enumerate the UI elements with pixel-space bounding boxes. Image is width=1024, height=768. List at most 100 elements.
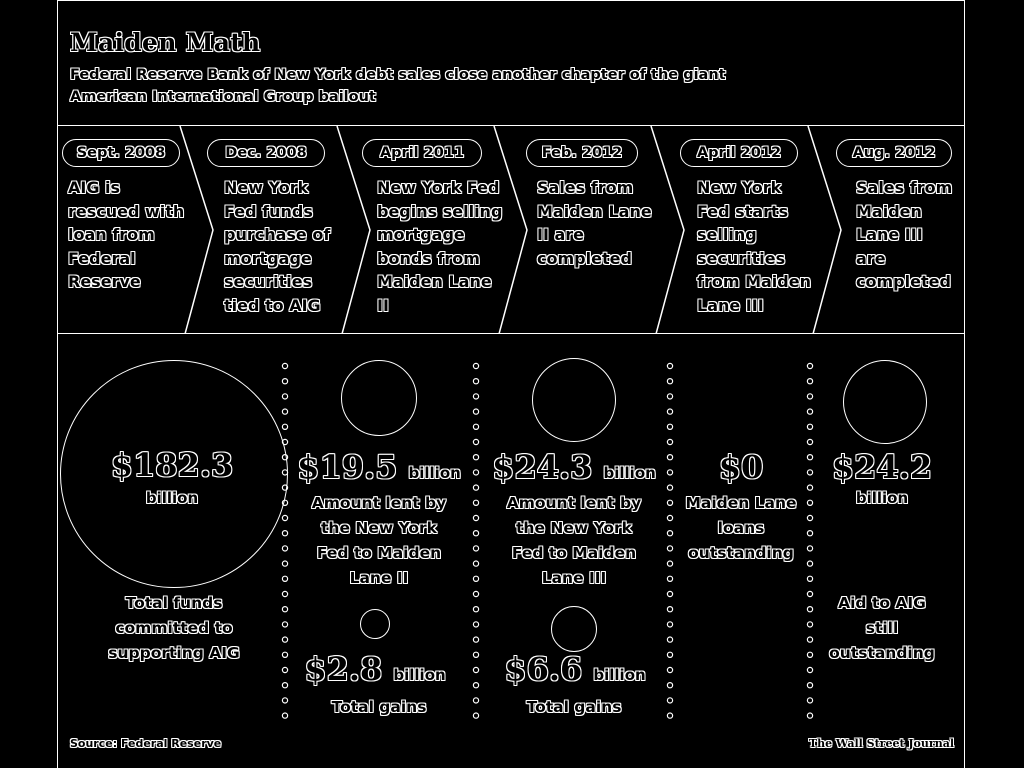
separator-dot — [806, 484, 814, 491]
separator-dot — [472, 484, 480, 491]
total-funds-circle — [60, 360, 288, 588]
separator-dot — [472, 666, 480, 674]
timeline-date-1: Sept. 2008 — [62, 139, 180, 167]
separator-dot — [281, 514, 289, 522]
separator-dot — [806, 408, 814, 415]
maiden-lane-ii-value: $19.5 billion — [297, 448, 461, 486]
separator-dot — [281, 408, 289, 415]
publisher-credit: The Wall Street Journal — [808, 737, 954, 750]
separator-dot — [281, 621, 289, 628]
total-funds-value: $182.3 — [110, 446, 234, 484]
separator-dot — [281, 529, 289, 537]
separator-dot — [666, 682, 674, 689]
maiden-lane-ii-unit: billion — [408, 464, 461, 482]
maiden-lane-ii-gains-unit: billion — [393, 666, 446, 684]
separator-dot — [806, 651, 814, 658]
separator-dot — [666, 499, 674, 506]
timeline-event-3: New York Fed begins selling mortgage bon… — [377, 178, 503, 315]
timeline-date-4: Feb. 2012 — [526, 139, 638, 167]
separator-dot — [666, 712, 674, 719]
separator-dot — [281, 636, 289, 643]
separator-dot — [281, 545, 289, 552]
separator-dot — [472, 651, 480, 658]
separator-dot — [472, 514, 480, 522]
maiden-lane-ii-label: Amount lent by the New York Fed to Maide… — [311, 494, 447, 587]
dotted-separator-3 — [666, 362, 674, 719]
chevron-4 — [650, 126, 685, 334]
separator-dot — [472, 408, 480, 415]
separator-dot — [281, 423, 289, 431]
separator-dot — [806, 697, 814, 704]
separator-dot — [472, 529, 480, 537]
dotted-separator-1 — [281, 362, 289, 719]
separator-dot — [281, 590, 289, 598]
separator-dot — [806, 682, 814, 689]
aid-outstanding-circle — [843, 360, 927, 444]
separator-dot — [281, 575, 289, 582]
separator-dot — [472, 362, 480, 370]
separator-dot — [806, 362, 814, 370]
separator-dot — [806, 666, 814, 674]
timeline-date-6: Aug. 2012 — [836, 139, 952, 167]
separator-dot — [806, 636, 814, 643]
separator-dot — [281, 393, 289, 400]
separator-dot — [666, 423, 674, 431]
maiden-lane-ii-gains-value: $2.8 billion — [304, 650, 446, 688]
maiden-lane-ii-gains-label: Total gains — [331, 698, 427, 716]
separator-dot — [281, 605, 289, 613]
separator-dot — [281, 682, 289, 689]
separator-dot — [666, 484, 674, 491]
maiden-lane-ii-circle — [341, 360, 417, 436]
aid-outstanding-value: $24.2 — [831, 448, 933, 486]
timeline-event-6: Sales from Maiden Lane III are completed — [856, 178, 953, 291]
separator-dot — [806, 469, 814, 476]
separator-dot — [806, 393, 814, 400]
timeline-event-1: AIG is rescued with loan from Federal Re… — [68, 178, 185, 291]
separator-dot — [666, 666, 674, 674]
separator-dot — [666, 378, 674, 385]
maiden-lane-ii-gains-circle — [360, 609, 390, 639]
separator-dot — [472, 605, 480, 613]
separator-dot — [806, 423, 814, 431]
separator-dot — [806, 438, 814, 446]
separator-dot — [666, 529, 674, 537]
separator-dot — [472, 590, 480, 598]
separator-dot — [281, 560, 289, 567]
loans-outstanding-value: $0 — [718, 448, 764, 486]
separator-dot — [666, 651, 674, 658]
separator-dot — [806, 545, 814, 552]
timeline-date-3: April 2011 — [362, 139, 482, 167]
aid-outstanding-label: Aid to AIG still outstanding — [829, 594, 935, 662]
aid-outstanding-unit: billion — [855, 489, 909, 507]
chevron-5 — [807, 126, 842, 334]
separator-dot — [666, 636, 674, 643]
separator-dot — [666, 590, 674, 598]
separator-dot — [281, 651, 289, 658]
maiden-lane-iii-gains-circle — [551, 606, 597, 652]
separator-dot — [666, 469, 674, 476]
separator-dot — [806, 529, 814, 537]
timeline-event-2: New York Fed funds purchase of mortgage … — [224, 178, 331, 315]
separator-dot — [806, 514, 814, 522]
maiden-lane-iii-label: Amount lent by the New York Fed to Maide… — [506, 494, 642, 587]
maiden-lane-iii-gains-unit: billion — [593, 666, 646, 684]
separator-dot — [472, 499, 480, 506]
timeline-event-5: New York Fed starts selling securities f… — [697, 178, 811, 315]
separator-dot — [666, 438, 674, 446]
graphic-frame — [57, 0, 965, 768]
separator-dot — [806, 621, 814, 628]
separator-dot — [472, 378, 480, 385]
total-funds-unit: billion — [145, 489, 199, 507]
separator-dot — [472, 636, 480, 643]
separator-dot — [666, 605, 674, 613]
separator-dot — [806, 499, 814, 506]
separator-dot — [806, 590, 814, 598]
separator-dot — [806, 453, 814, 461]
timeline-chevrons — [179, 126, 842, 334]
separator-dot — [472, 469, 480, 476]
timeline — [57, 126, 965, 334]
separator-dot — [472, 560, 480, 567]
maiden-lane-iii-circle — [532, 358, 616, 442]
separator-dot — [472, 453, 480, 461]
timeline-date-2: Dec. 2008 — [207, 139, 325, 167]
